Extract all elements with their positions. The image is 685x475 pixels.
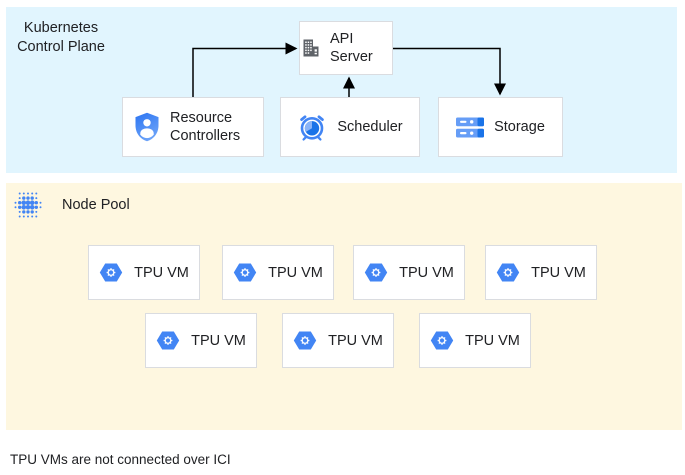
storage-node: Storage <box>438 97 563 157</box>
tpu-vm-label: TPU VM <box>134 264 189 281</box>
hexagon-gear-icon <box>364 263 388 282</box>
scheduler-label: Scheduler <box>337 119 403 135</box>
tpu-vm-node: TPU VM <box>88 245 200 300</box>
storage-label: Storage <box>494 119 545 135</box>
tpu-vm-label: TPU VM <box>465 332 520 349</box>
storage-disks-icon <box>456 117 485 137</box>
tpu-vm-node: TPU VM <box>282 313 394 368</box>
node-pool-label: Node Pool <box>62 197 130 213</box>
api-server-node: API Server <box>299 21 393 75</box>
tpu-vm-node: TPU VM <box>353 245 465 300</box>
api-server-label: API Server <box>330 31 373 65</box>
tpu-vm-label: TPU VM <box>268 264 323 281</box>
node-pool-region <box>6 183 682 430</box>
diagram-caption: TPU VMs are not connected over ICI <box>10 452 231 467</box>
control-plane-label: Kubernetes Control Plane <box>17 20 105 55</box>
node-pool-header: Node Pool <box>13 191 130 219</box>
tpu-vm-label: TPU VM <box>399 264 454 281</box>
hexagon-gear-icon <box>430 331 454 350</box>
hexagon-gear-icon <box>496 263 520 282</box>
tpu-vm-label: TPU VM <box>328 332 383 349</box>
scheduler-node: Scheduler <box>280 97 420 157</box>
dot-cluster-icon <box>14 192 42 218</box>
hexagon-gear-icon <box>99 263 123 282</box>
resource-controllers-label: Resource Controllers <box>170 110 241 144</box>
alarm-clock-icon <box>300 115 325 141</box>
tpu-vm-node: TPU VM <box>222 245 334 300</box>
hexagon-gear-icon <box>293 331 317 350</box>
building-icon <box>303 39 319 57</box>
tpu-vm-node: TPU VM <box>485 245 597 300</box>
resource-controllers-node: Resource Controllers <box>122 97 264 157</box>
tpu-vm-label: TPU VM <box>531 264 586 281</box>
hexagon-gear-icon <box>233 263 257 282</box>
shield-user-icon <box>135 112 159 142</box>
tpu-vm-node: TPU VM <box>419 313 531 368</box>
tpu-vm-node: TPU VM <box>145 313 257 368</box>
tpu-vm-label: TPU VM <box>191 332 246 349</box>
hexagon-gear-icon <box>156 331 180 350</box>
